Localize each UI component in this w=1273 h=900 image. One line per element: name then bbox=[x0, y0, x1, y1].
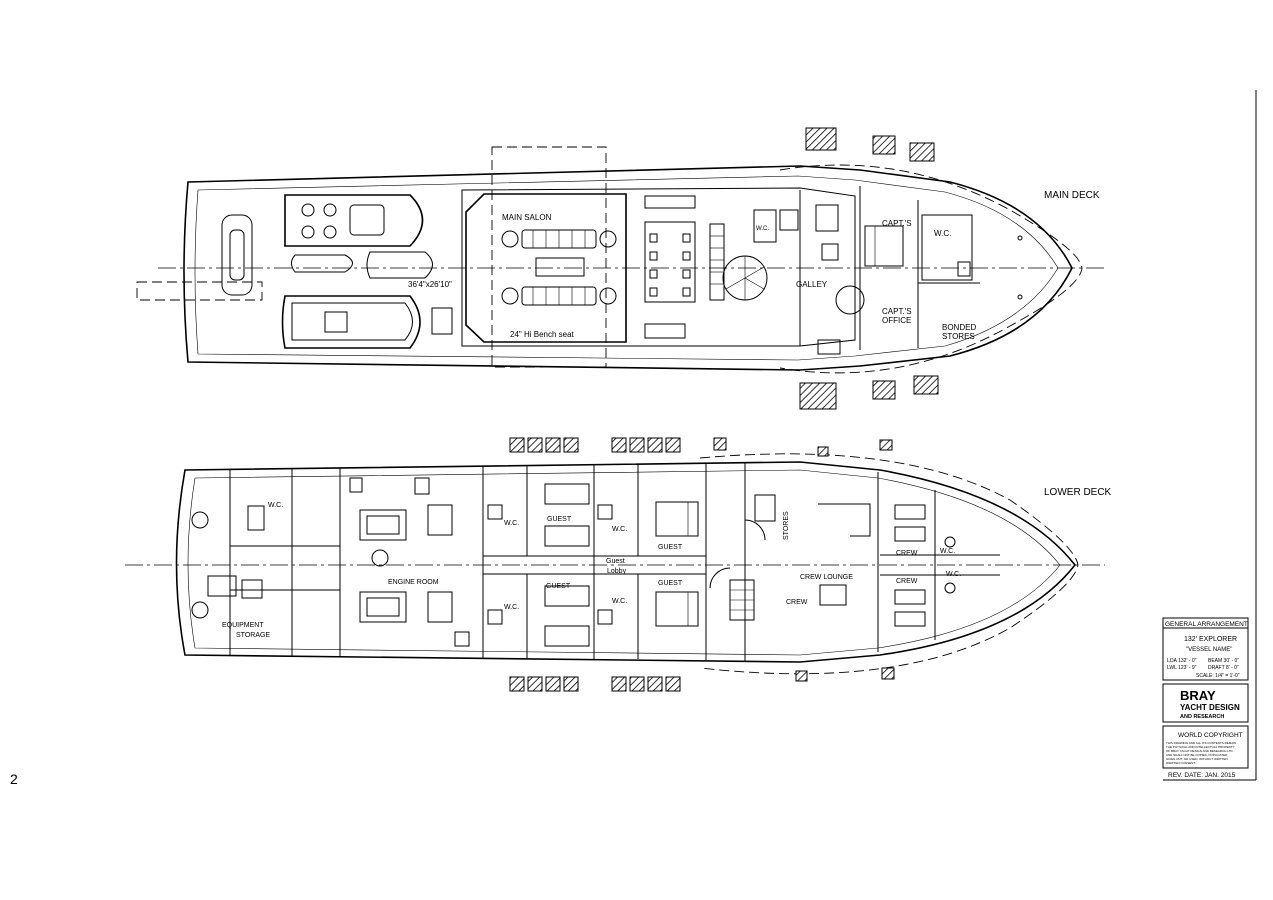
main-salon-outline bbox=[465, 193, 627, 343]
salon-seating bbox=[501, 229, 617, 306]
lower-deck-bulkheads bbox=[229, 463, 879, 661]
guest-lobby-label-2: Lobby bbox=[607, 568, 627, 575]
title-block-vessel-name: "VESSEL NAME" bbox=[1186, 647, 1232, 653]
title-block-model: 132' EXPLORER bbox=[1184, 636, 1237, 643]
lower-deck-dashed-outline bbox=[699, 453, 1079, 675]
swim-platform bbox=[136, 281, 263, 301]
main-deck-spiral-stair bbox=[709, 223, 768, 301]
equipment-label-1: EQUIPMENT bbox=[222, 622, 264, 629]
main-deck-hatches bbox=[799, 127, 939, 410]
lower-deck-stairs bbox=[709, 519, 766, 621]
crew-3-label: CREW bbox=[896, 578, 918, 585]
main-deck-tenders bbox=[221, 194, 453, 349]
main-deck-hull-outline bbox=[183, 165, 1073, 371]
title-block-loa: LOA 132' - 0" bbox=[1167, 658, 1197, 664]
captains-cabin bbox=[835, 186, 980, 350]
title-block-draft: DRAFT 8' - 0" bbox=[1208, 665, 1239, 671]
crew-2-label: CREW bbox=[896, 550, 918, 557]
galley-label: GALLEY bbox=[796, 280, 828, 289]
wc-label-main: W.C. bbox=[934, 229, 951, 238]
title-block-copyright-5: GIVEN OUT, OR USED, WITHOUT WRITTEN bbox=[1166, 757, 1228, 761]
title-block-copyright-2: THE PHYSICAL AND INTELLECTUAL PROPERTY bbox=[1166, 745, 1235, 749]
main-deck-bulwark-line bbox=[194, 175, 1059, 361]
lower-deck-label: LOWER DECK bbox=[1044, 487, 1112, 498]
title-block-scale: SCALE: 1/4" = 1'-0" bbox=[1196, 673, 1240, 679]
title-block-brand-line3: AND RESEARCH bbox=[1180, 714, 1224, 720]
title-block: GENERAL ARRANGEMENT 132' EXPLORER "VESSE… bbox=[1162, 90, 1257, 781]
capts-office-label-1: CAPT.'S bbox=[882, 307, 912, 316]
main-salon-label: MAIN SALON bbox=[502, 213, 552, 222]
equipment-label-2: STORAGE bbox=[236, 632, 270, 639]
guest-3-label: GUEST bbox=[546, 583, 571, 590]
wc-4-label: W.C. bbox=[612, 598, 627, 605]
lower-deck-hull-outline bbox=[175, 461, 1077, 663]
wc-1-label: W.C. bbox=[504, 520, 519, 527]
guest-2-label: GUEST bbox=[658, 544, 683, 551]
crew-area bbox=[754, 490, 1000, 640]
capts-label: CAPT.'S bbox=[882, 219, 912, 228]
title-block-brand: BRAY bbox=[1180, 688, 1216, 703]
bonded-stores-label-1: BONDED bbox=[942, 323, 976, 332]
dining-table bbox=[644, 195, 696, 339]
title-block-copyright-1: THIS DRAWING AND ALL ITS CONTENTS REMAIN bbox=[1166, 741, 1236, 745]
capts-office-label-2: OFFICE bbox=[882, 316, 911, 325]
title-block-lwl: LWL 123' - 9" bbox=[1167, 665, 1197, 671]
stores-label: STORES bbox=[783, 511, 790, 540]
wc-aft-label: W.C. bbox=[268, 502, 283, 509]
aft-equipment bbox=[191, 505, 265, 619]
guest-lobby-label-1: Guest bbox=[606, 558, 625, 565]
guest-beds bbox=[487, 483, 699, 647]
main-deck-label: MAIN DECK bbox=[1044, 190, 1100, 201]
sheet-mark: 2 bbox=[10, 771, 18, 787]
crew-1-label: CREW bbox=[786, 599, 808, 606]
wc-2-label: W.C. bbox=[612, 526, 627, 533]
wc-crew-1-label: W.C. bbox=[940, 548, 955, 555]
lower-deck-plan: LOWER DECK ENGINE ROOM EQUIPMENT STORAGE… bbox=[125, 437, 1112, 692]
lower-deck-inner-line bbox=[187, 469, 1061, 656]
crew-lounge-label: CREW LOUNGE bbox=[800, 574, 853, 581]
title-block-copyright-heading: WORLD COPYRIGHT bbox=[1178, 732, 1243, 739]
bench-seat-note: 24" Hi Bench seat bbox=[510, 330, 575, 339]
tender-size-note: 36'4"x26'10" bbox=[408, 280, 452, 289]
title-block-copyright-3: OF BRAY YACHT DESIGN AND RESEARCH LTD. bbox=[1166, 749, 1234, 753]
wc-crew-2-label: W.C. bbox=[946, 571, 961, 578]
engines bbox=[349, 477, 470, 647]
main-deck-dashed-outline bbox=[779, 164, 1083, 374]
galley-layout bbox=[753, 190, 841, 355]
bonded-stores-label-2: STORES bbox=[942, 332, 975, 341]
title-block-rev-date: REV. DATE: JAN. 2015 bbox=[1168, 772, 1236, 779]
wc-3-label: W.C. bbox=[504, 604, 519, 611]
title-block-copyright-4: AND SHALL NOT BE COPIED, DUPLICATED, bbox=[1166, 753, 1228, 757]
wc-small-label-main: W.C. bbox=[756, 226, 769, 232]
lower-deck-hatches bbox=[509, 437, 895, 692]
guest-1-label: GUEST bbox=[547, 516, 572, 523]
title-block-beam: BEAM 30' - 0" bbox=[1208, 658, 1239, 664]
salon-overhead-dashed bbox=[491, 146, 607, 368]
guest-4-label: GUEST bbox=[658, 580, 683, 587]
title-block-heading: GENERAL ARRANGEMENT bbox=[1165, 621, 1248, 628]
title-block-brand-line2: YACHT DESIGN bbox=[1180, 703, 1240, 712]
title-block-copyright-6: WRITTEN CONSENT. bbox=[1166, 761, 1196, 765]
main-deck-plan: MAIN DECK MAIN SALON GALLEY CAPT.'S CAPT… bbox=[136, 127, 1105, 410]
superstructure-outline bbox=[461, 187, 856, 347]
engine-room-label: ENGINE ROOM bbox=[388, 579, 439, 586]
